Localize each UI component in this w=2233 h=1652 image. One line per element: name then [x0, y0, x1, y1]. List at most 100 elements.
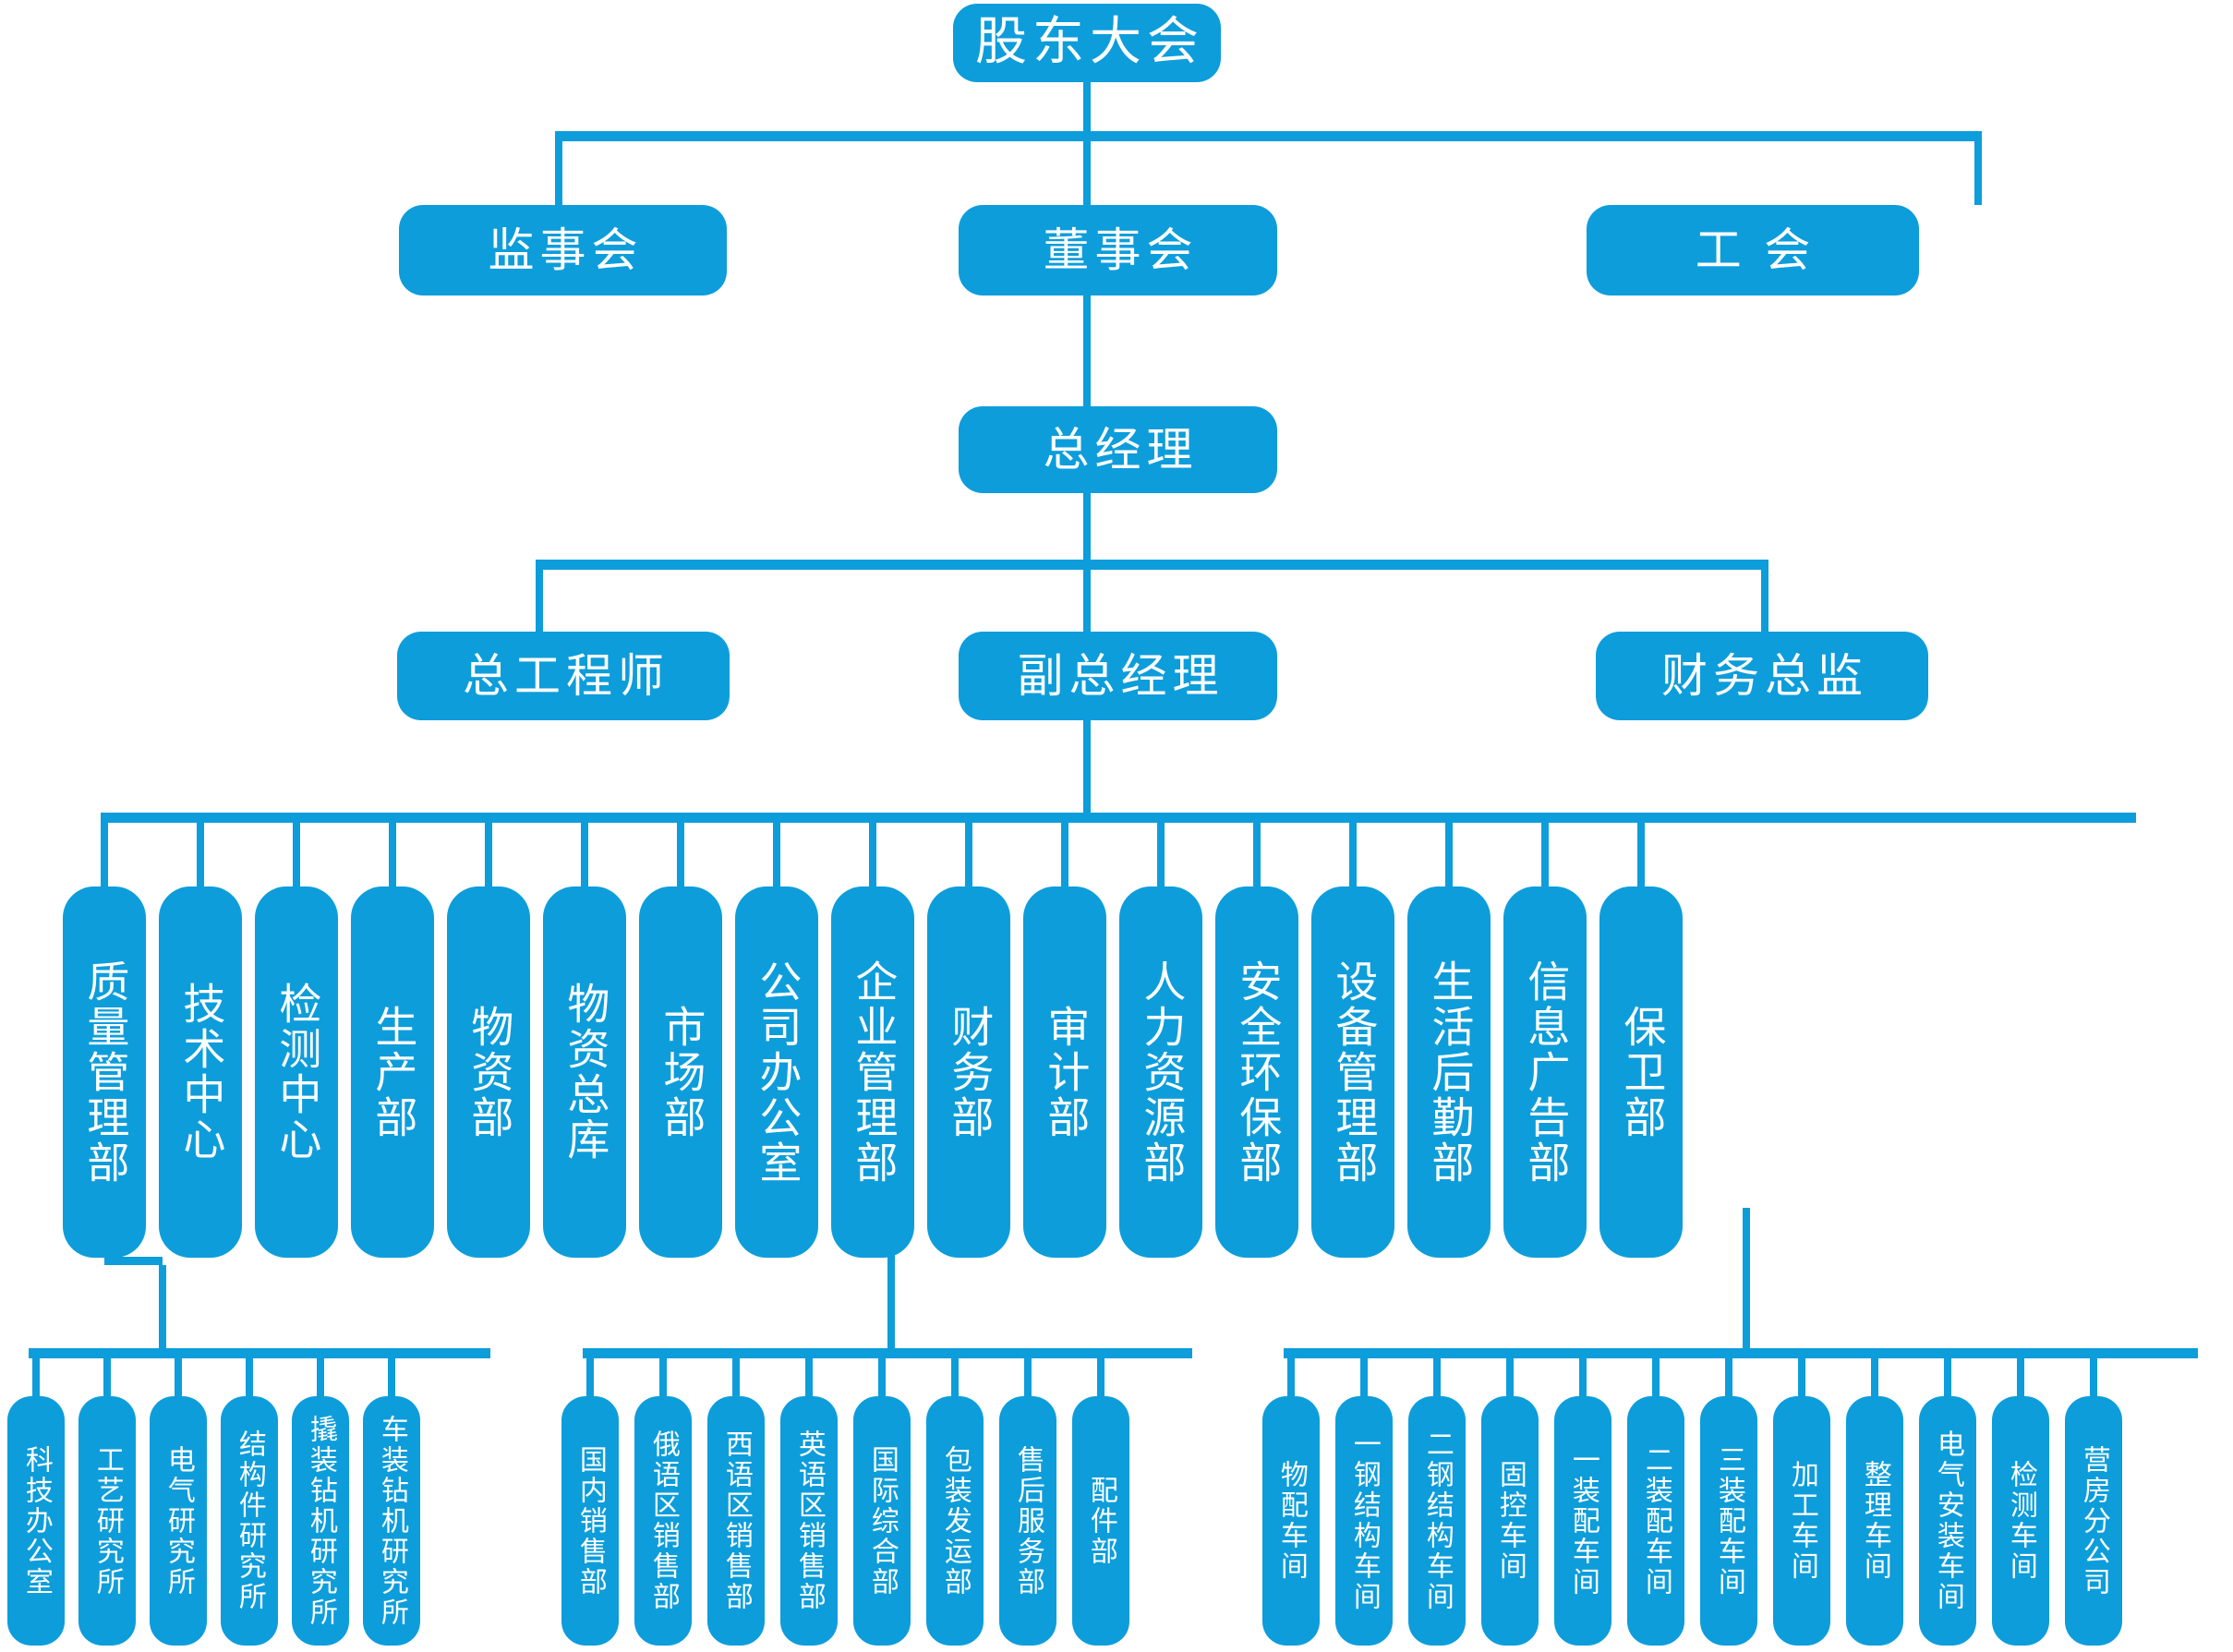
node-equipment-management-units-8[interactable]: 整理车间	[1846, 1396, 1903, 1646]
connector-l4-drop-3	[1761, 560, 1768, 632]
connector-l2-drop-2	[1083, 131, 1091, 205]
node-technology-center-units-4[interactable]: 撬装钻机研究所	[292, 1396, 349, 1646]
node-equipment-management-units-7[interactable]: 加工车间	[1773, 1396, 1830, 1646]
node-board-of-supervisors[interactable]: 监事会	[399, 205, 727, 295]
node-market-department-units-6[interactable]: 售后服务部	[999, 1396, 1056, 1646]
node-equipment-management-units-0[interactable]: 物配车间	[1262, 1396, 1320, 1646]
node-labor-union[interactable]: 工 会	[1587, 205, 1919, 295]
connector-department-drop	[485, 813, 492, 886]
node-equipment-management-units-3[interactable]: 固控车间	[1481, 1396, 1539, 1646]
connector-group3-bus	[1284, 1348, 2198, 1358]
node-shareholders-meeting[interactable]: 股东大会	[953, 4, 1221, 82]
node-equipment-management-units-6[interactable]: 三装配车间	[1700, 1396, 1757, 1646]
node-general-manager[interactable]: 总经理	[959, 406, 1277, 493]
connector-l4-bus	[536, 560, 1768, 570]
connector-dgm-stem	[1083, 720, 1091, 813]
connector-group1-trunk-elbow	[104, 1257, 163, 1265]
connector-group-drop	[1097, 1348, 1104, 1396]
connector-group-drop	[1433, 1348, 1441, 1396]
connector-department-drop	[869, 813, 876, 886]
connector-department-drop	[1541, 813, 1549, 886]
node-technology-center-units-3[interactable]: 结构件研究所	[221, 1396, 278, 1646]
connector-group1-trunk	[159, 1265, 166, 1348]
node-equipment-management-units-11[interactable]: 营房分公司	[2065, 1396, 2122, 1646]
node-equipment-management-units-1[interactable]: 一钢结构车间	[1335, 1396, 1393, 1646]
connector-department-drop	[1637, 813, 1645, 886]
node-chief-engineer[interactable]: 总工程师	[397, 632, 730, 720]
node-technology-center-units-5[interactable]: 车装钻机研究所	[363, 1396, 420, 1646]
connector-department-drop	[581, 813, 588, 886]
node-department-2[interactable]: 检测中心	[255, 886, 338, 1258]
node-cfo[interactable]: 财务总监	[1596, 632, 1928, 720]
connector-group-drop	[659, 1348, 667, 1396]
connector-group2-trunk	[887, 1208, 895, 1348]
connector-group-drop	[1287, 1348, 1295, 1396]
node-department-0[interactable]: 质量管理部	[63, 886, 146, 1258]
connector-directors-to-gm	[1083, 295, 1091, 406]
connector-group-drop	[586, 1348, 594, 1396]
node-equipment-management-units-9[interactable]: 电气安装车间	[1919, 1396, 1976, 1646]
node-equipment-management-units-5[interactable]: 二装配车间	[1627, 1396, 1684, 1646]
node-department-3[interactable]: 生产部	[351, 886, 434, 1258]
connector-l1-stem	[1083, 82, 1091, 131]
connector-department-drop	[1061, 813, 1068, 886]
node-equipment-management-units-10[interactable]: 检测车间	[1992, 1396, 2049, 1646]
node-market-department-units-0[interactable]: 国内销售部	[561, 1396, 619, 1646]
connector-group1-riser	[104, 1208, 112, 1261]
connector-group-drop	[317, 1348, 324, 1396]
node-department-7[interactable]: 公司办公室	[735, 886, 818, 1258]
connector-group-drop	[246, 1348, 253, 1396]
node-department-12[interactable]: 安全环保部	[1215, 886, 1298, 1258]
node-department-1[interactable]: 技术中心	[159, 886, 242, 1258]
node-technology-center-units-2[interactable]: 电气研究所	[150, 1396, 207, 1646]
node-department-8[interactable]: 企业管理部	[831, 886, 914, 1258]
node-department-14[interactable]: 生活后勤部	[1407, 886, 1491, 1258]
connector-l2-drop-3	[1974, 131, 1982, 205]
connector-group-drop	[32, 1348, 40, 1396]
node-technology-center-units-1[interactable]: 工艺研究所	[78, 1396, 136, 1646]
node-department-5[interactable]: 物资总库	[543, 886, 626, 1258]
node-department-9[interactable]: 财务部	[927, 886, 1010, 1258]
connector-group3-riser	[1743, 1257, 1750, 1348]
connector-group-drop	[805, 1348, 813, 1396]
connector-department-bus	[104, 813, 2136, 823]
connector-department-drop	[389, 813, 396, 886]
connector-group3-trunk	[1743, 1208, 1750, 1257]
connector-group-drop	[732, 1348, 740, 1396]
node-board-of-directors[interactable]: 董事会	[959, 205, 1277, 295]
node-technology-center-units-0[interactable]: 科技办公室	[7, 1396, 65, 1646]
node-equipment-management-units-4[interactable]: 一装配车间	[1554, 1396, 1611, 1646]
connector-group-drop	[1360, 1348, 1368, 1396]
connector-department-drop	[677, 813, 684, 886]
node-market-department-units-4[interactable]: 国际综合部	[853, 1396, 911, 1646]
node-deputy-general-manager[interactable]: 副总经理	[959, 632, 1277, 720]
connector-group-drop	[1725, 1348, 1732, 1396]
connector-department-drop	[965, 813, 972, 886]
connector-group-drop	[1024, 1348, 1032, 1396]
node-department-11[interactable]: 人力资源部	[1119, 886, 1202, 1258]
node-equipment-management-units-2[interactable]: 二钢结构车间	[1408, 1396, 1466, 1646]
node-market-department-units-3[interactable]: 英语区销售部	[780, 1396, 838, 1646]
node-market-department-units-2[interactable]: 西语区销售部	[707, 1396, 765, 1646]
node-market-department-units-5[interactable]: 包装发运部	[926, 1396, 984, 1646]
node-department-15[interactable]: 信息广告部	[1503, 886, 1587, 1258]
node-market-department-units-1[interactable]: 俄语区销售部	[634, 1396, 692, 1646]
connector-l4-drop-1	[536, 560, 543, 632]
connector-department-drop	[101, 813, 108, 886]
node-department-13[interactable]: 设备管理部	[1311, 886, 1394, 1258]
connector-department-drop	[1349, 813, 1357, 886]
node-department-6[interactable]: 市场部	[639, 886, 722, 1258]
connector-group-drop	[1506, 1348, 1514, 1396]
connector-gm-stem	[1083, 493, 1091, 560]
connector-group-drop	[103, 1348, 111, 1396]
connector-group2-bus	[583, 1348, 1192, 1358]
node-market-department-units-7[interactable]: 配件部	[1072, 1396, 1129, 1646]
connector-l4-drop-2	[1083, 560, 1091, 632]
connector-group-drop	[1579, 1348, 1587, 1396]
node-department-16[interactable]: 保卫部	[1599, 886, 1683, 1258]
node-department-10[interactable]: 审计部	[1023, 886, 1106, 1258]
node-department-4[interactable]: 物资部	[447, 886, 530, 1258]
connector-group-drop	[1944, 1348, 1951, 1396]
connector-group-drop	[388, 1348, 395, 1396]
